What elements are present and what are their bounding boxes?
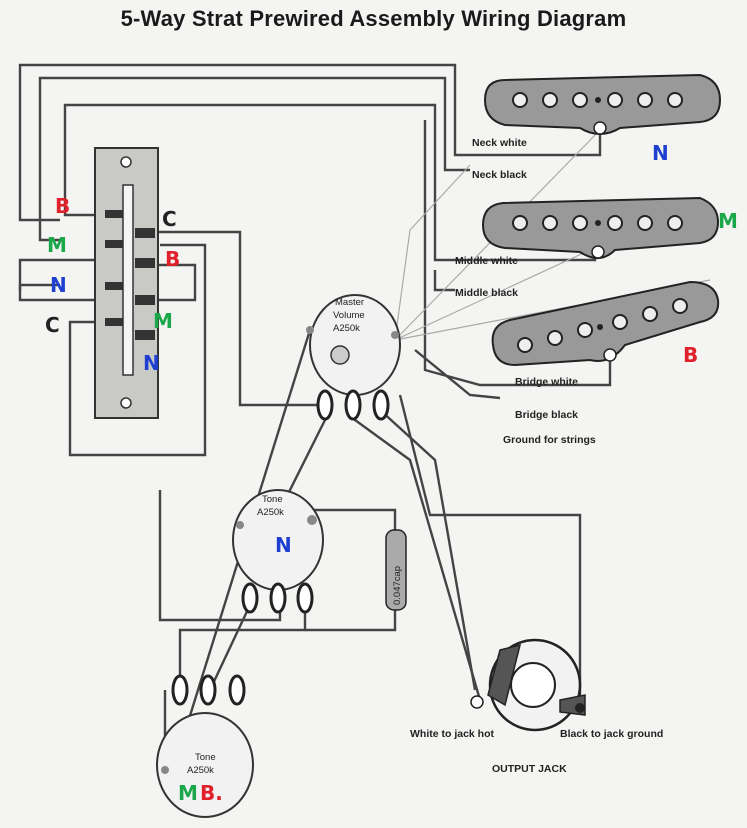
switch-lugs-right: [135, 228, 155, 340]
label-tone1-2: A250k: [257, 507, 284, 518]
hand-pickup-n: N: [652, 141, 669, 165]
label-tone1-1: Tone: [262, 494, 283, 505]
label-bridge-white: Bridge white: [515, 376, 578, 388]
bridge-pickup: [491, 280, 720, 367]
hand-switch-n: N: [50, 273, 67, 297]
hand-tone2-b: B.: [200, 781, 223, 805]
hand-switch-m-right: M: [153, 309, 173, 333]
tone-pot-2: [156, 674, 254, 818]
label-master-1: Master: [335, 297, 364, 308]
label-ground-strings: Ground for strings: [503, 434, 596, 446]
handwritten-labels: B M N C C B M N N M B N M B.: [45, 141, 738, 805]
hand-tone2-m: M: [178, 781, 198, 805]
hand-switch-c-left: C: [45, 313, 60, 337]
label-neck-white: Neck white: [472, 137, 527, 149]
hand-switch-c-right: C: [162, 207, 177, 231]
tone1-lugs: [241, 582, 314, 614]
label-middle-white: Middle white: [455, 255, 518, 267]
label-tone2-1: Tone: [195, 752, 216, 763]
diagram-title: 5-Way Strat Prewired Assembly Wiring Dia…: [120, 6, 627, 31]
hand-switch-b: B: [55, 194, 70, 218]
hand-switch-b-right: B: [165, 247, 180, 271]
tone-pot-1: [232, 489, 324, 614]
capacitor: [385, 529, 407, 611]
label-bridge-black: Bridge black: [515, 409, 578, 421]
output-jack: [470, 638, 586, 732]
label-neck-black: Neck black: [472, 169, 527, 181]
label-output-jack: OUTPUT JACK: [492, 763, 567, 775]
neck-pickup: [483, 73, 722, 135]
label-white-jack-hot: White to jack hot: [410, 728, 495, 740]
label-cap: 0.047cap: [392, 566, 403, 605]
switch-lugs-left: [105, 210, 123, 326]
hand-tone1-n: N: [275, 533, 292, 557]
volume-lugs: [316, 389, 390, 421]
hand-pickup-b: B: [683, 343, 698, 367]
five-way-switch: [94, 147, 159, 419]
printed-labels: Neck white Neck black Middle white Middl…: [187, 137, 663, 776]
label-tone2-2: A250k: [187, 765, 214, 776]
label-middle-black: Middle black: [455, 287, 518, 299]
middle-pickup: [481, 196, 720, 259]
label-black-jack-ground: Black to jack ground: [560, 728, 663, 740]
hand-switch-n-right: N: [143, 351, 160, 375]
label-master-3: A250k: [333, 323, 360, 334]
hand-pickup-m: M: [718, 209, 738, 233]
label-master-2: Volume: [333, 310, 365, 321]
hand-switch-m: M: [47, 233, 67, 257]
tone2-lugs: [171, 674, 246, 706]
master-volume-pot: [306, 294, 401, 421]
